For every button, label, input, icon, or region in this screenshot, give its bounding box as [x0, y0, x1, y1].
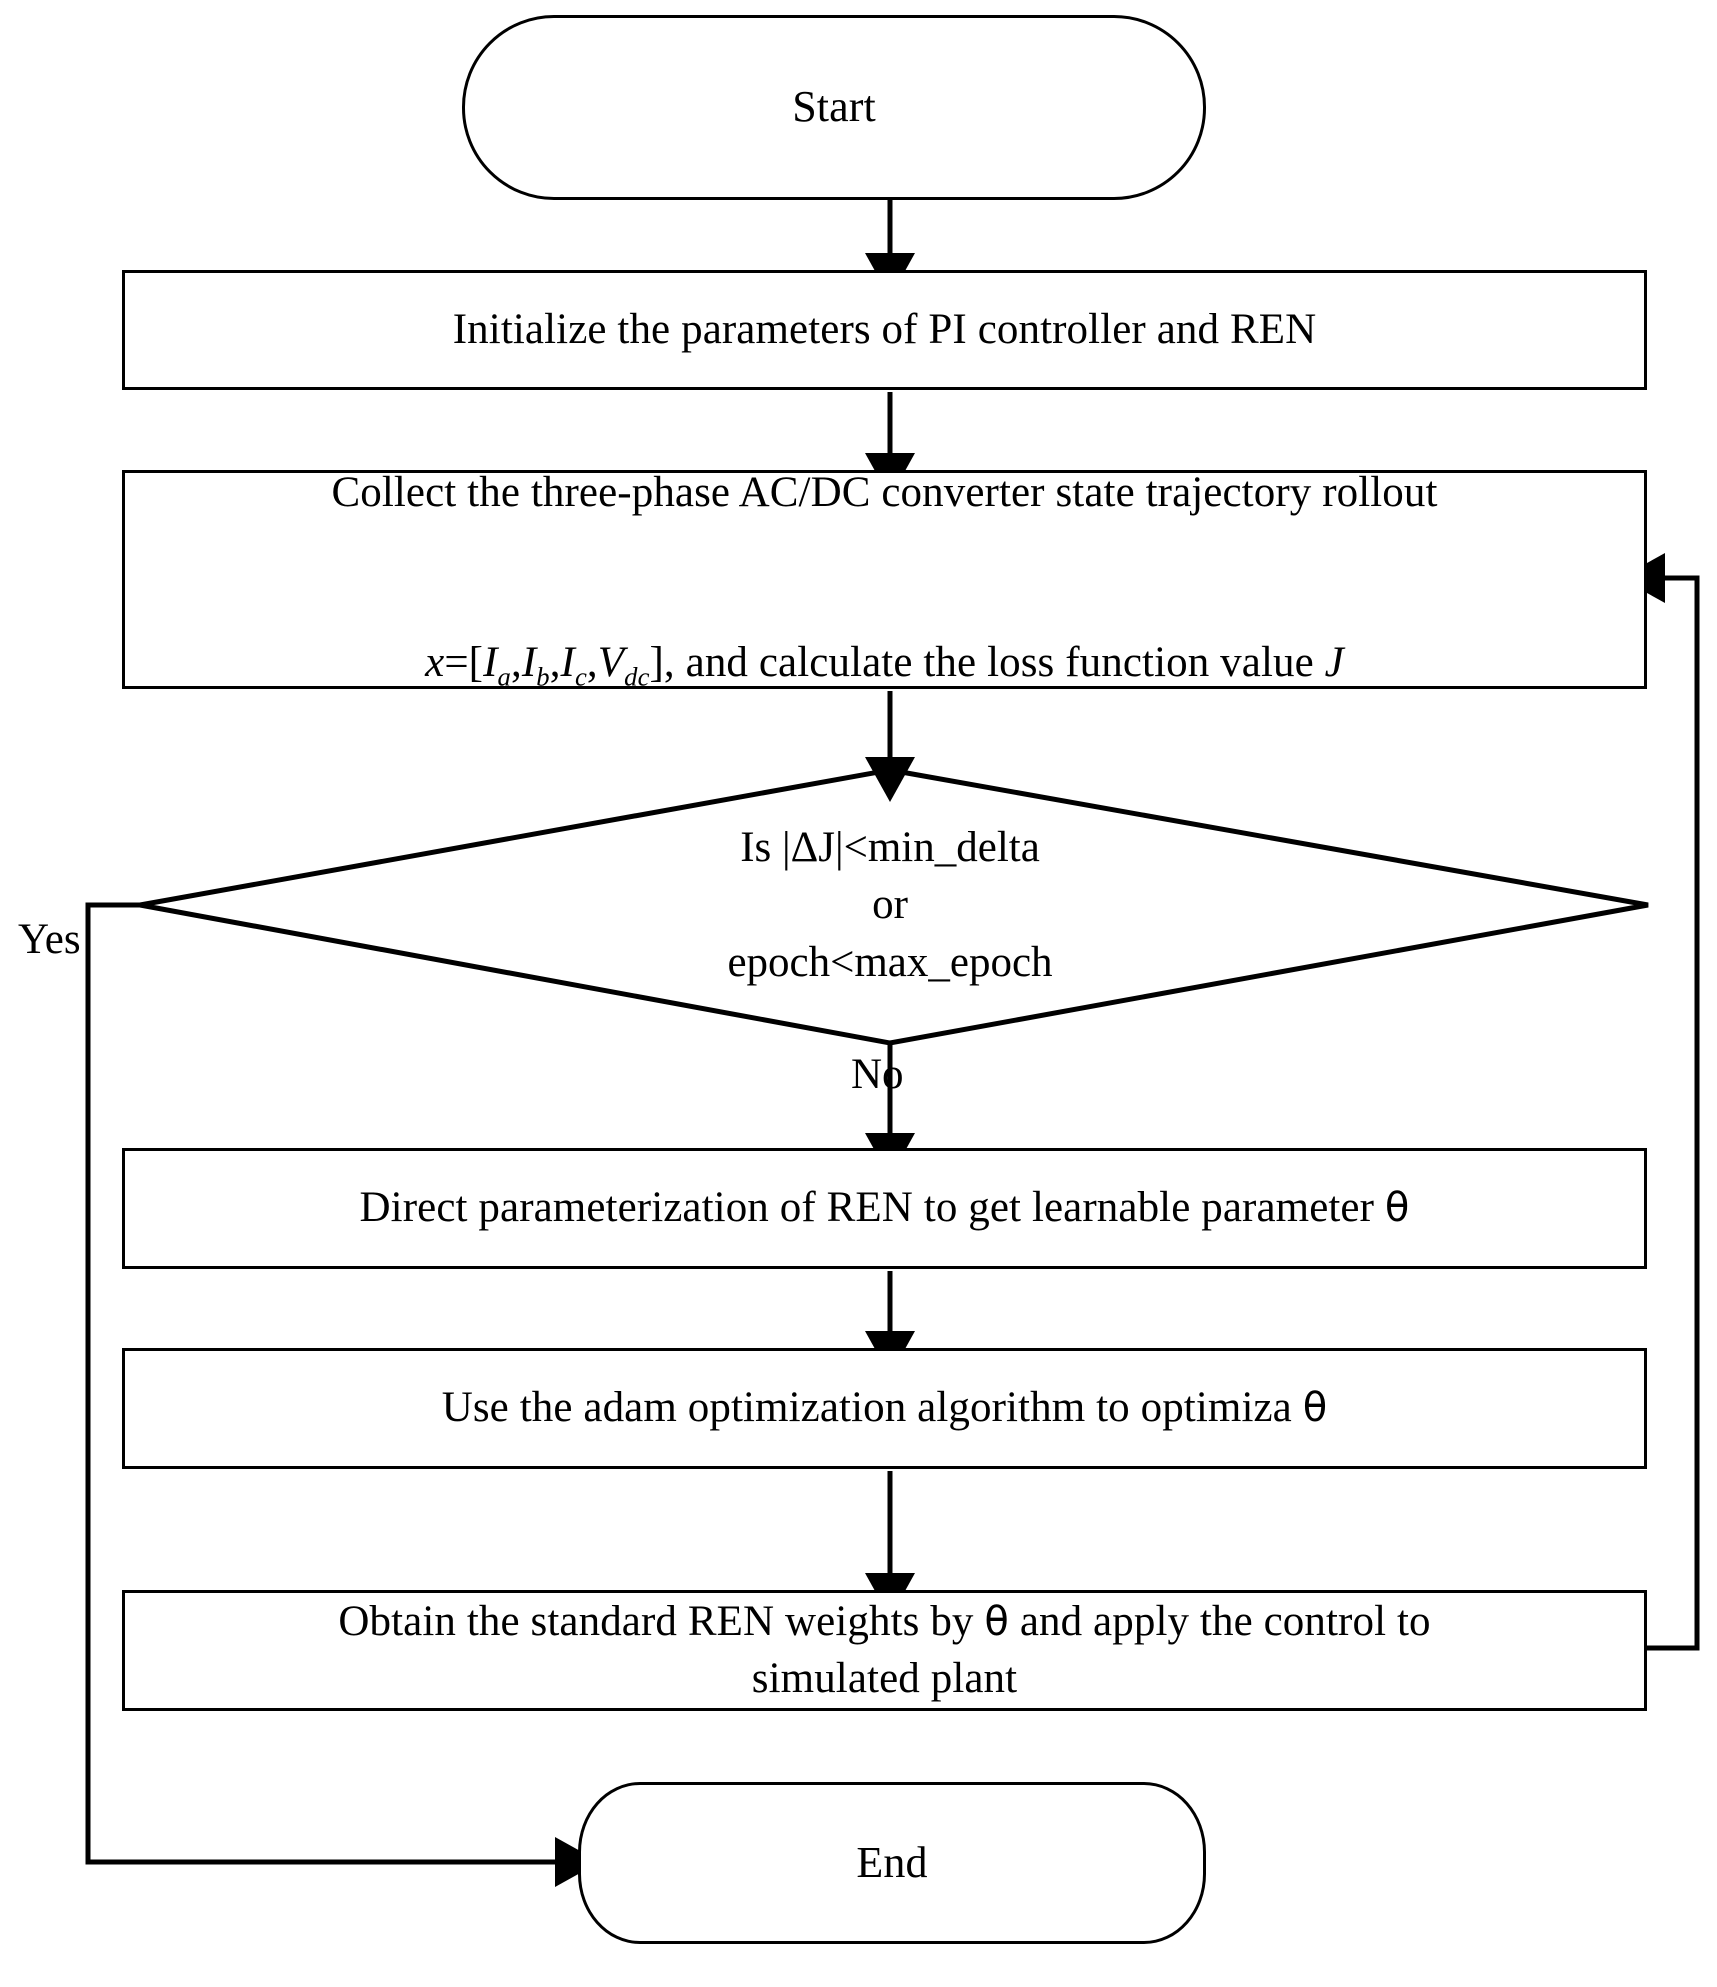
parameterize-theta: θ — [1384, 1185, 1410, 1232]
collect-label: Collect the three-phase AC/DC converter … — [309, 408, 1459, 752]
collect-var-ib: Ib — [521, 638, 550, 692]
edge-label-no: No — [851, 1051, 904, 1098]
initialize-label: Initialize the parameters of PI controll… — [452, 305, 1317, 353]
parameterize-label: Direct parameterization of REN to get le… — [346, 1180, 1424, 1237]
node-start[interactable]: Start — [462, 15, 1206, 200]
node-adam[interactable]: Use the adam optimization algorithm to o… — [122, 1348, 1647, 1469]
node-decision[interactable]: Is |ΔJ|<min_delta or epoch<max_epoch — [400, 790, 1380, 1020]
node-initialize[interactable]: Initialize the parameters of PI controll… — [122, 270, 1647, 390]
collect-var-ia: Ia — [483, 638, 511, 692]
weights-text-before: Obtain the standard REN weights by — [338, 1597, 985, 1645]
edge-weights-to-collect-feedback — [1620, 553, 1700, 1651]
collect-line-2: x=[Ia,Ib,Ic,Vdc], and calculate the loss… — [425, 638, 1344, 692]
weights-theta: θ — [984, 1598, 1009, 1645]
start-label: Start — [792, 82, 876, 132]
collect-var-vdc: Vdc — [597, 638, 650, 692]
collect-var-J: J — [1324, 638, 1344, 686]
weights-text-after: and apply the control to simulated plant — [751, 1597, 1431, 1702]
node-weights[interactable]: Obtain the standard REN weights by θ and… — [122, 1590, 1647, 1711]
adam-text: Use the adam optimization algorithm to o… — [441, 1384, 1303, 1432]
decision-line-1: Is |ΔJ|<min_delta — [740, 824, 1040, 872]
end-label: End — [856, 1837, 928, 1887]
parameterize-text: Direct parameterization of REN to get le… — [359, 1184, 1385, 1232]
node-collect[interactable]: Collect the three-phase AC/DC converter … — [122, 469, 1647, 691]
decision-label: Is |ΔJ|<min_delta or epoch<max_epoch — [727, 819, 1052, 991]
collect-line-1: Collect the three-phase AC/DC converter … — [331, 468, 1438, 516]
collect-eq: =[ — [444, 638, 484, 686]
collect-var-x: x — [425, 638, 445, 686]
adam-theta: θ — [1302, 1385, 1328, 1432]
decision-line-2: or — [872, 881, 908, 929]
edge-decision-yes-to-end — [85, 902, 600, 1887]
weights-label: Obtain the standard REN weights by θ and… — [324, 1594, 1444, 1708]
node-parameterize[interactable]: Direct parameterization of REN to get le… — [122, 1148, 1647, 1269]
collect-line-2-mid: ], and calculate the loss function value — [649, 638, 1325, 686]
collect-var-ic: Ic — [560, 638, 587, 692]
adam-label: Use the adam optimization algorithm to o… — [428, 1380, 1342, 1437]
decision-line-3: epoch<max_epoch — [727, 938, 1053, 986]
node-end[interactable]: End — [578, 1782, 1206, 1944]
edge-label-yes: Yes — [18, 916, 81, 963]
